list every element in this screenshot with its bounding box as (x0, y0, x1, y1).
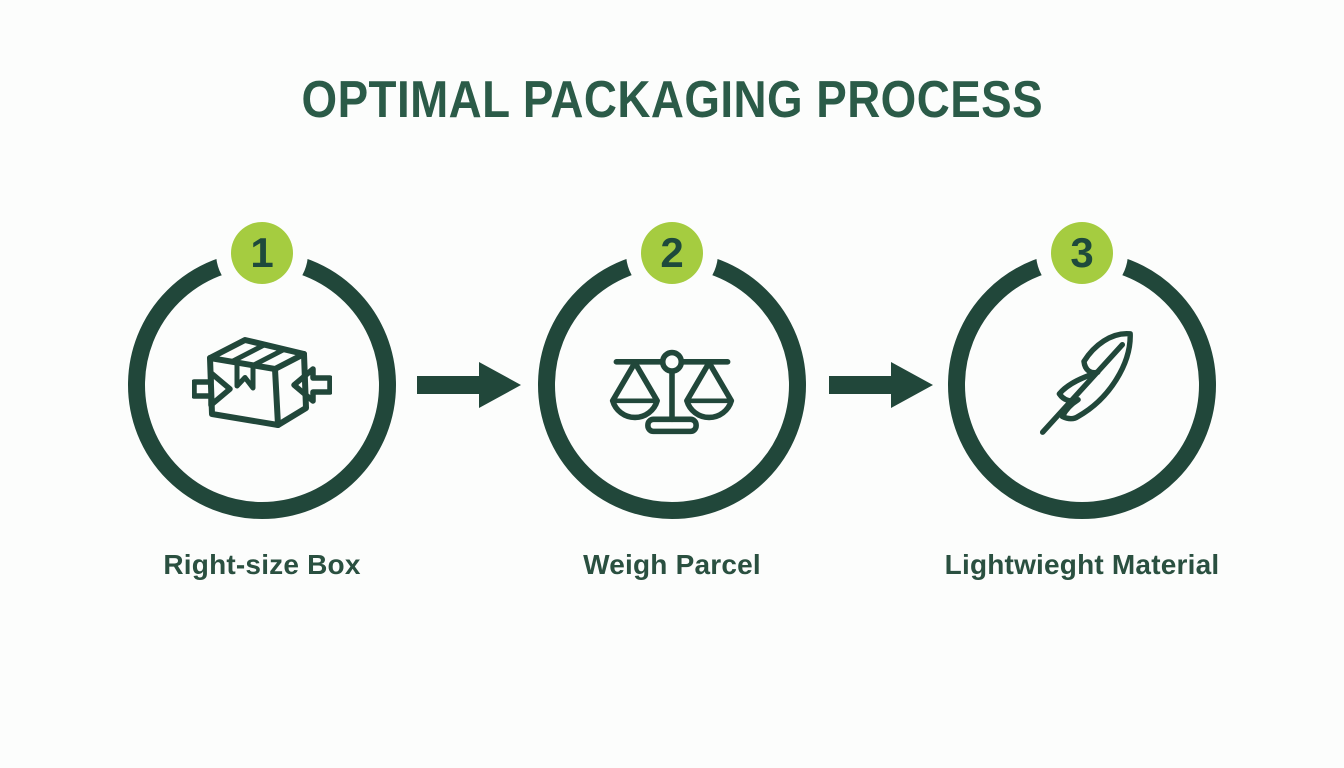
feather-icon (965, 268, 1199, 502)
arrow-right-icon (829, 362, 933, 408)
arrow-right-icon (417, 362, 521, 408)
step-circle-1: 1 Right-size Box (128, 222, 396, 580)
step-3-number: 3 (1070, 229, 1094, 276)
step-circle-3: 3 Lightwieght Material (945, 222, 1219, 580)
page-title-text: OPTIMAL PACKAGING PROCESS (301, 71, 1043, 129)
box-compress-icon (145, 268, 379, 502)
step-1-number: 1 (250, 229, 274, 276)
page-title: OPTIMAL PACKAGING PROCESS (0, 74, 1344, 126)
step-2-badge: 2 (641, 222, 703, 284)
step-3-badge: 3 (1051, 222, 1113, 284)
step-2-label: Weigh Parcel (583, 549, 761, 580)
step-3-label: Lightwieght Material (944, 549, 1220, 580)
balance-scale-icon (555, 268, 789, 502)
step-2-number: 2 (660, 229, 684, 276)
step-1-label: Right-size Box (163, 549, 361, 580)
step-circle-2: 2 Weigh Parcel (538, 222, 806, 580)
step-1-badge: 1 (231, 222, 293, 284)
